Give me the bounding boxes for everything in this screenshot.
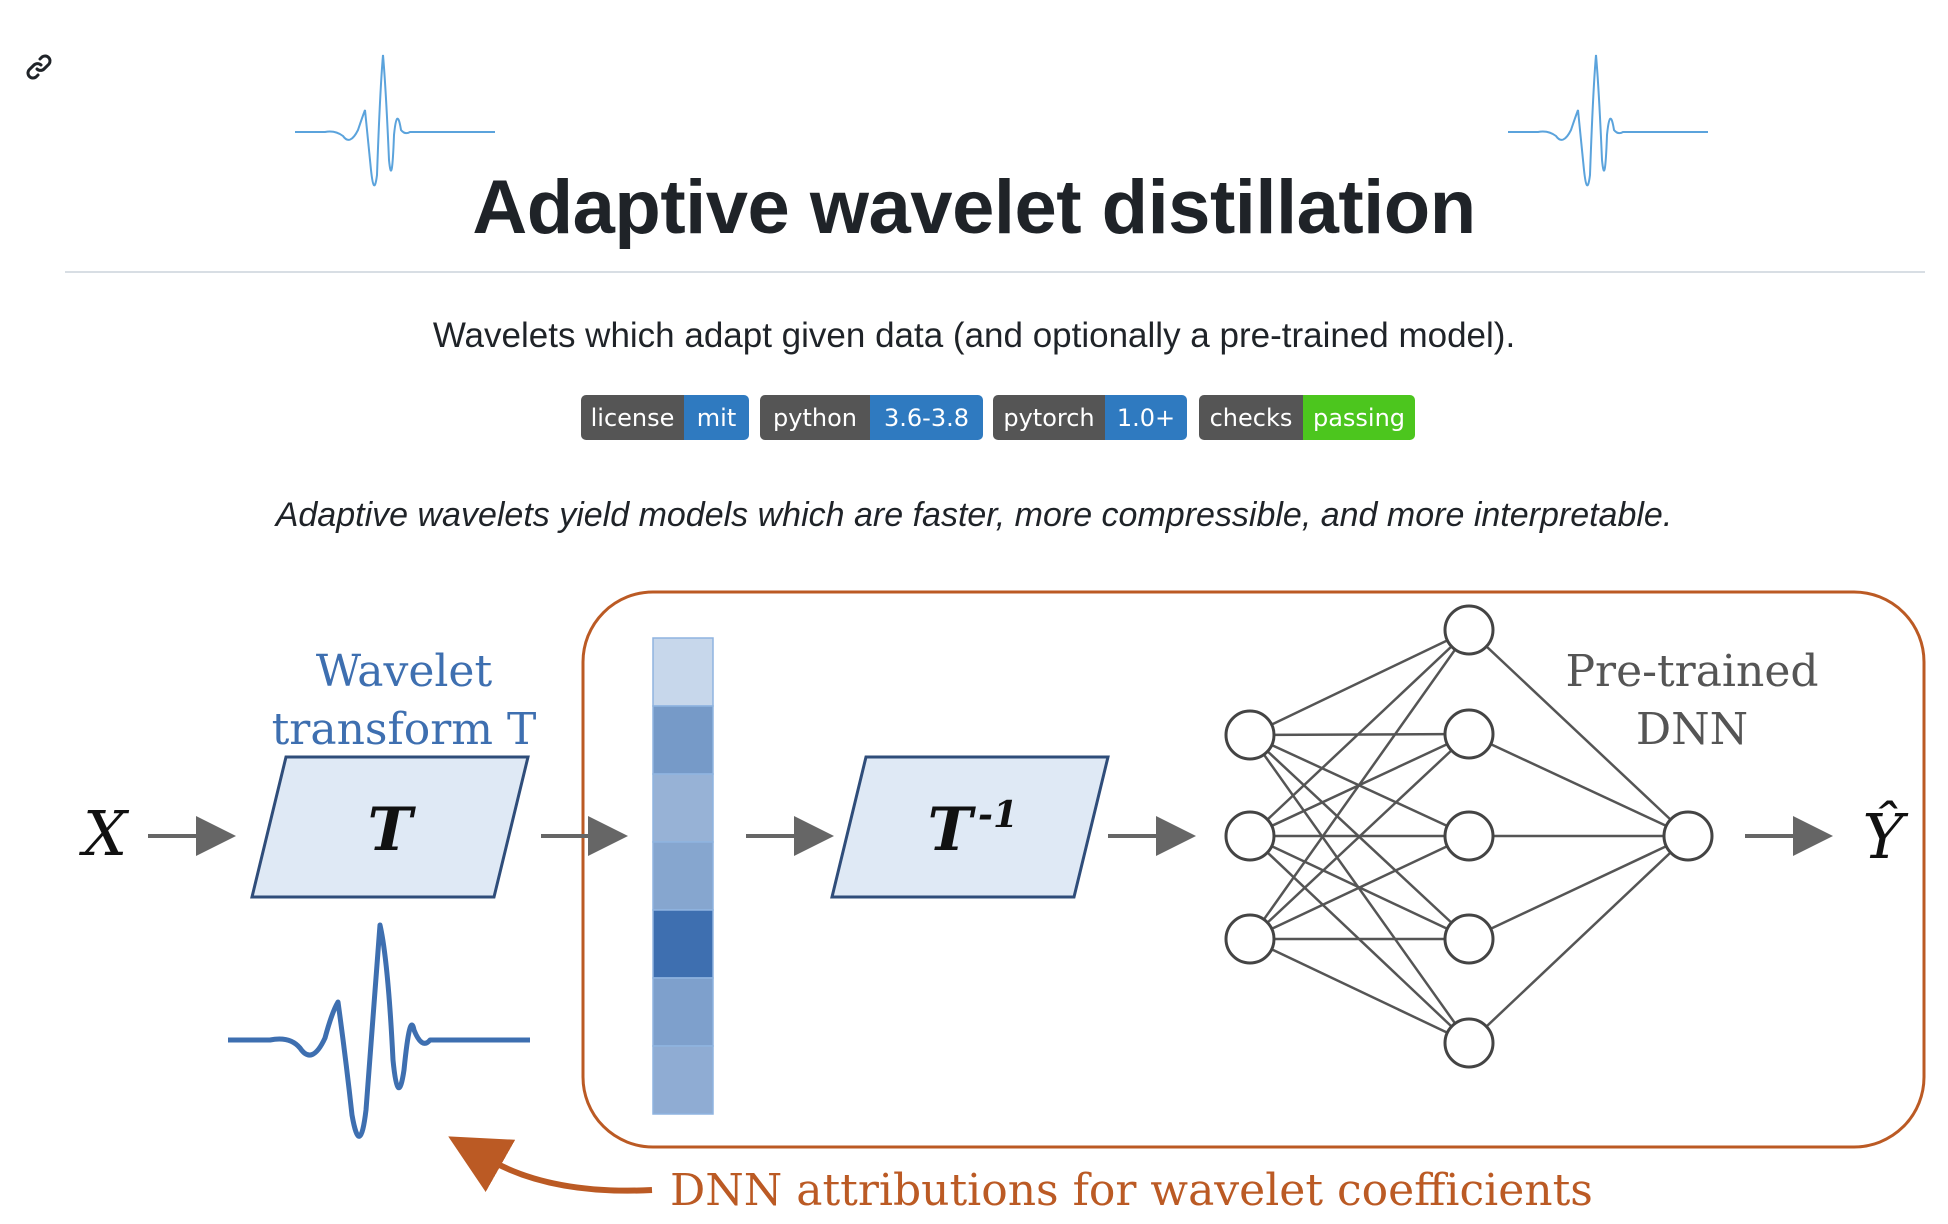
dnn-edge bbox=[1249, 733, 1470, 940]
attribution-label: DNN attributions for wavelet coefficient… bbox=[670, 1165, 1593, 1216]
inverse-transform-block bbox=[830, 755, 1110, 899]
coefficient-cell bbox=[652, 1045, 714, 1115]
dnn-edge bbox=[1249, 937, 1470, 1045]
badge-value: 1.0+ bbox=[1105, 395, 1187, 440]
dnn-label-1: Pre-trained bbox=[1565, 646, 1818, 697]
subtitle: Wavelets which adapt given data (and opt… bbox=[432, 316, 1516, 355]
dnn-nodes bbox=[1224, 604, 1714, 1069]
tagline: Adaptive wavelets yield models which are… bbox=[275, 496, 1673, 534]
link-icon[interactable] bbox=[22, 50, 56, 84]
coefficient-cell bbox=[652, 773, 714, 843]
input-label: X bbox=[79, 797, 130, 870]
coefficient-column bbox=[652, 637, 714, 1115]
dnn-node bbox=[1224, 810, 1276, 862]
attribution-arrow bbox=[448, 1136, 653, 1194]
wavelet-right-icon bbox=[1508, 54, 1708, 187]
pytorch-badge[interactable]: pytorch 1.0+ bbox=[993, 395, 1187, 440]
dnn-node bbox=[1443, 708, 1495, 760]
dnn-node bbox=[1224, 709, 1276, 761]
dnn-node bbox=[1443, 913, 1495, 965]
badge-value: 3.6-3.8 bbox=[870, 395, 983, 440]
dnn-edge bbox=[1468, 834, 1689, 941]
coefficient-cell bbox=[652, 705, 714, 775]
badge-label: license bbox=[581, 395, 684, 440]
transform-block bbox=[250, 755, 530, 899]
badge-label: checks bbox=[1199, 395, 1303, 440]
dnn-node bbox=[1224, 913, 1276, 965]
dnn-edge bbox=[1249, 834, 1470, 941]
title-divider bbox=[65, 271, 1925, 273]
dnn-node bbox=[1443, 810, 1495, 862]
dnn-node bbox=[1443, 604, 1495, 656]
python-badge[interactable]: python 3.6-3.8 bbox=[760, 395, 983, 440]
dnn-edge bbox=[1248, 629, 1471, 940]
coefficient-cell bbox=[652, 841, 714, 911]
badge-value: mit bbox=[684, 395, 749, 440]
inverse-exponent: -1 bbox=[978, 794, 1018, 836]
checks-badge[interactable]: checks passing bbox=[1199, 395, 1415, 440]
dnn-node bbox=[1662, 810, 1714, 862]
inverse-symbol: T bbox=[928, 795, 977, 865]
dnn-edge bbox=[1468, 835, 1689, 1044]
coefficient-cell bbox=[652, 637, 714, 707]
dnn-node bbox=[1443, 1017, 1495, 1069]
dnn-edge bbox=[1468, 732, 1689, 838]
dnn-edge bbox=[1248, 734, 1471, 1044]
wavelet-transform-label-2: transform T bbox=[272, 704, 537, 755]
badge-value: passing bbox=[1303, 395, 1415, 440]
dnn-edge bbox=[1468, 629, 1689, 837]
distillation-panel bbox=[581, 590, 1926, 1149]
wavelet-left-icon bbox=[295, 54, 495, 187]
wavelet-icon bbox=[228, 922, 530, 1139]
dnn-edges bbox=[1248, 628, 1689, 1045]
coefficient-cell bbox=[652, 977, 714, 1047]
method-diagram: X Wavelet transform T T T -1 Pre-trained… bbox=[79, 590, 1926, 1216]
badge-label: pytorch bbox=[993, 395, 1105, 440]
dnn-edge bbox=[1249, 628, 1470, 737]
coefficient-cell bbox=[652, 909, 714, 979]
license-badge[interactable]: license mit bbox=[581, 395, 749, 440]
badge-label: python bbox=[760, 395, 870, 440]
dnn-label-2: DNN bbox=[1636, 704, 1748, 755]
output-label: Ŷ bbox=[1863, 800, 1909, 873]
transform-symbol: T bbox=[368, 795, 417, 865]
page-title: Adaptive wavelet distillation bbox=[472, 165, 1476, 250]
wavelet-transform-label-1: Wavelet bbox=[316, 646, 493, 697]
dnn-edge bbox=[1249, 629, 1470, 837]
